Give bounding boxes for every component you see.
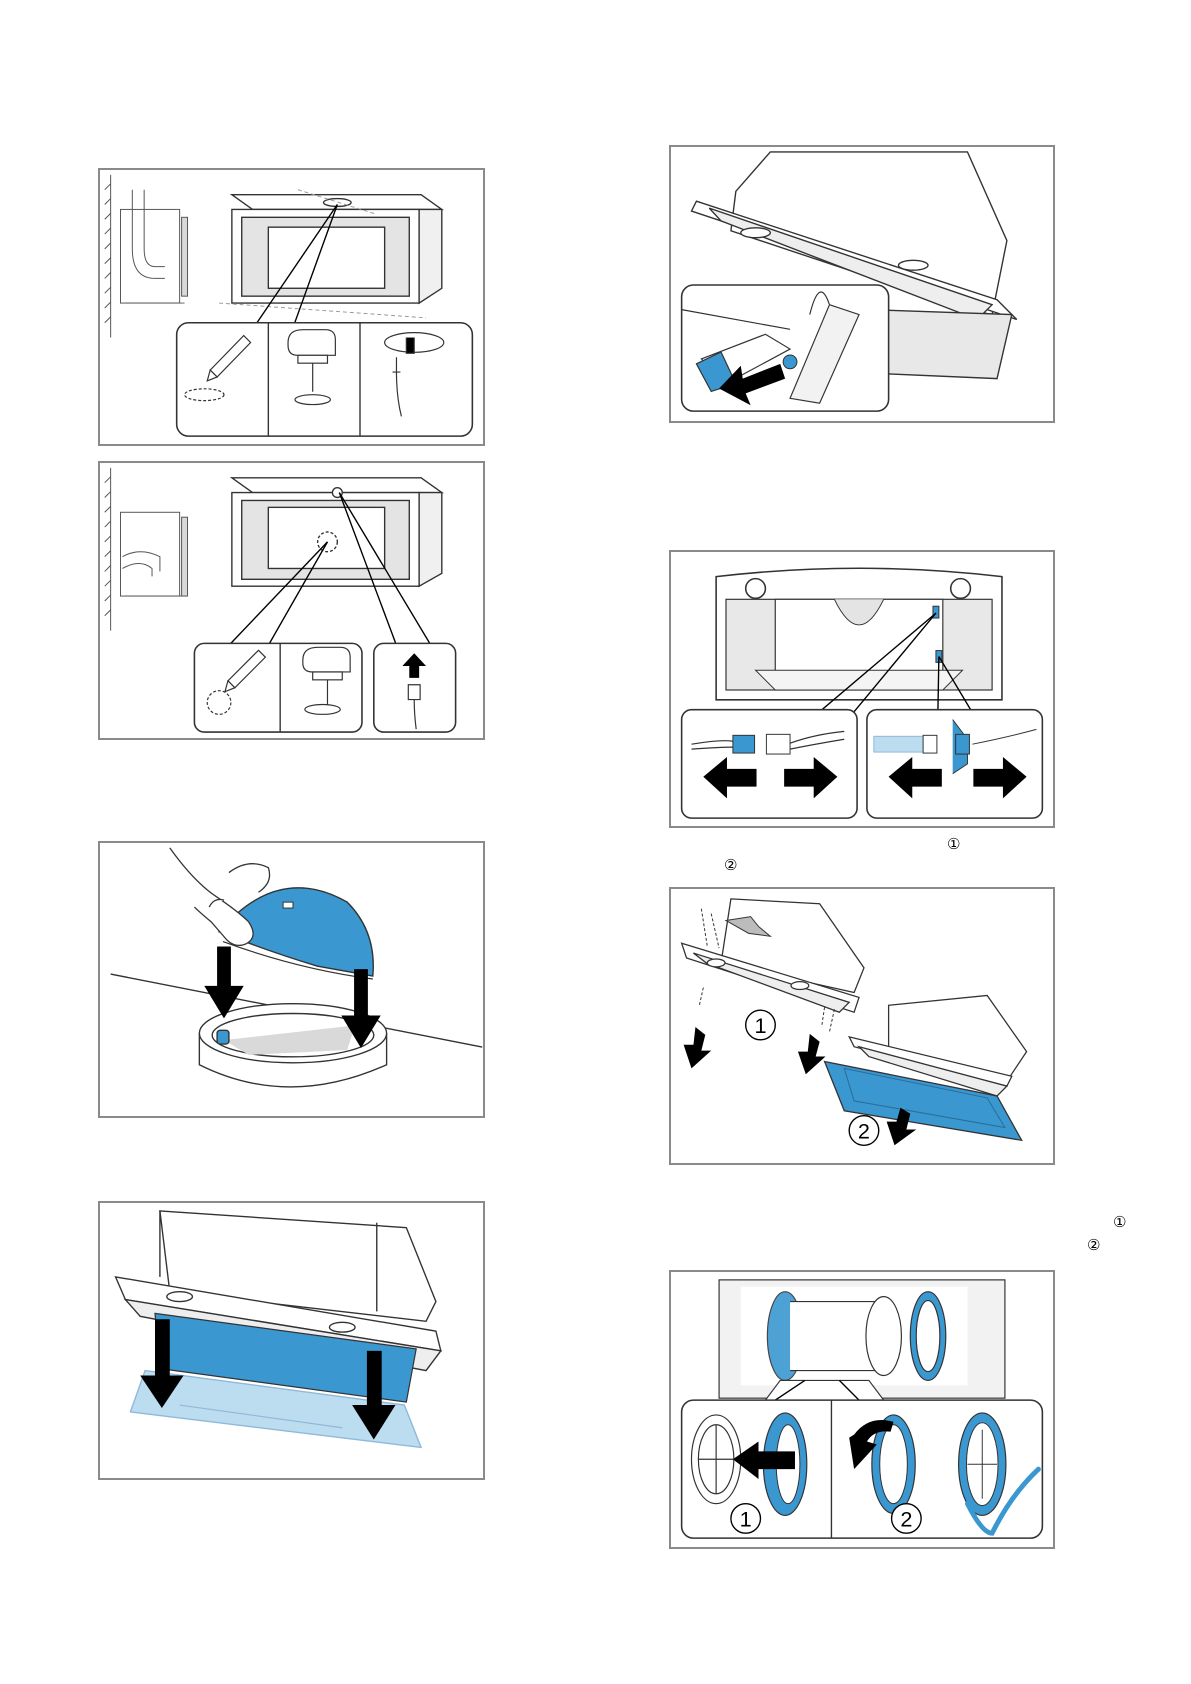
grease-filter-drawing: [100, 1203, 483, 1478]
callout-1: 1: [746, 1010, 776, 1040]
callout-1-label: 1: [754, 1013, 766, 1038]
callout-2-label: 2: [900, 1506, 912, 1531]
cutout-rear-drawing: [100, 463, 483, 738]
figure-flap-insert: [98, 841, 485, 1118]
cutout-ducted-drawing: [100, 170, 483, 444]
clip-release-drawing: [671, 147, 1053, 421]
figure-disconnect-plugs: [669, 550, 1055, 828]
figure-grease-filter: [98, 1201, 485, 1480]
plug-female: [766, 734, 790, 754]
plug-male: [733, 735, 755, 753]
figure-cutout-ducted: [98, 168, 485, 446]
step-marker-1: ①: [1113, 1215, 1126, 1230]
fit-ring-drawing: 1 2: [671, 1272, 1053, 1547]
callout-1-label: 1: [740, 1506, 752, 1531]
figure-cutout-rear: [98, 461, 485, 740]
remove-panel-drawing: 1 2: [671, 889, 1053, 1163]
figure-clip-release: [669, 145, 1055, 423]
flap-insert-drawing: [100, 843, 483, 1116]
disconnect-plugs-drawing: [671, 552, 1053, 826]
step-marker-1: ①: [947, 837, 960, 852]
callout-2: 2: [849, 1116, 879, 1146]
figure-remove-panel: 1 2: [669, 887, 1055, 1165]
step-marker-2: ②: [724, 858, 737, 873]
callout-1: 1: [731, 1504, 761, 1534]
figure-fit-ring: 1 2: [669, 1270, 1055, 1549]
callout-2: 2: [892, 1504, 922, 1534]
callout-2-label: 2: [858, 1118, 870, 1143]
step-marker-2: ②: [1087, 1238, 1100, 1253]
